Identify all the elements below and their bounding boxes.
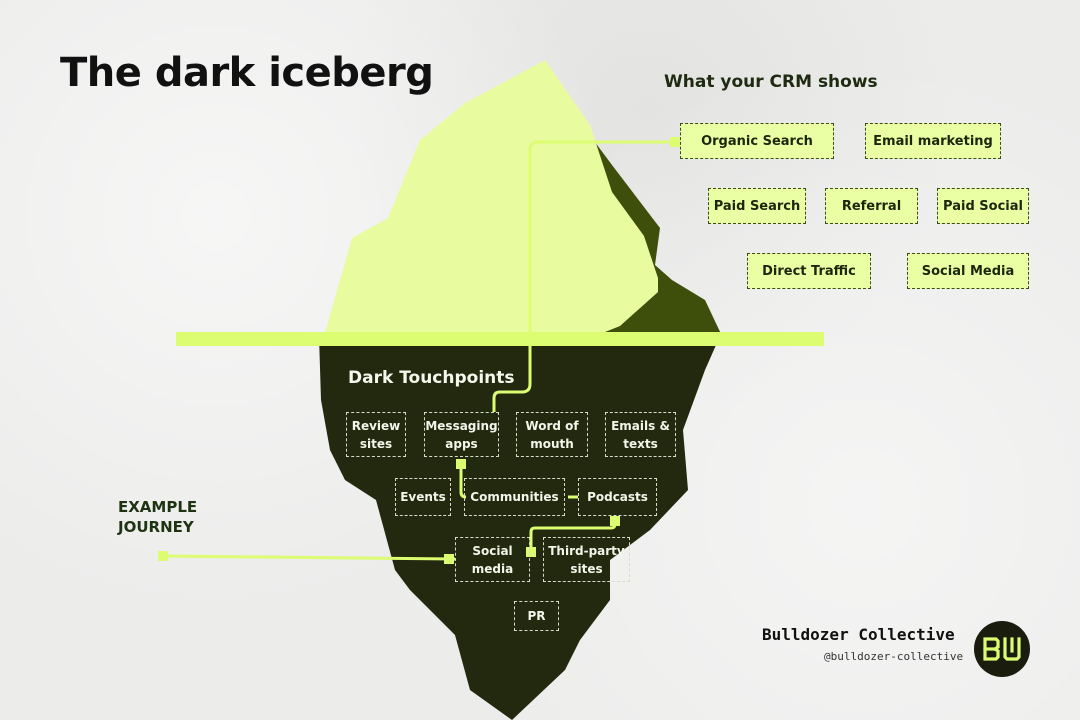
touchpoint-events: Events [395,478,451,516]
touchpoint-pr: PR [514,601,559,631]
brand-logo-mark [982,637,1022,661]
journey-node-organic [670,137,680,147]
crm-channel-social-media: Social Media [907,253,1029,289]
brand-logo [974,621,1030,677]
crm-channel-paid-search: Paid Search [708,188,806,224]
crm-channel-organic-search: Organic Search [680,123,834,159]
crm-channel-referral: Referral [825,188,918,224]
dark-touchpoints-heading: Dark Touchpoints [348,368,515,388]
touchpoint-messaging-apps: Messaging apps [424,412,499,457]
touchpoint-third-party-sites: Third-party sites [543,537,630,582]
journey-node-podcasts [610,516,620,526]
example-journey-label: EXAMPLE JOURNEY [118,497,208,537]
touchpoint-emails-texts: Emails & texts [605,412,676,457]
brand-handle: @bulldozer-collective [824,650,963,663]
iceberg-tip [324,60,658,336]
crm-heading: What your CRM shows [664,72,878,92]
crm-channel-paid-social: Paid Social [937,188,1029,224]
page-title: The dark iceberg [60,50,433,96]
touchpoint-social-media: Social media [455,537,530,582]
touchpoint-communities: Communities [464,478,565,516]
touchpoint-review-sites: Review sites [346,412,406,457]
journey-node-social [444,554,454,564]
brand-name: Bulldozer Collective [762,625,955,644]
crm-channel-email-marketing: Email marketing [865,123,1001,159]
touchpoint-podcasts: Podcasts [578,478,657,516]
crm-channel-direct-traffic: Direct Traffic [747,253,871,289]
journey-node-start [158,551,168,561]
water-line [176,332,824,346]
journey-node-communities [456,459,466,469]
touchpoint-word-of-mouth: Word of mouth [516,412,588,457]
iceberg-underwater [319,336,720,720]
